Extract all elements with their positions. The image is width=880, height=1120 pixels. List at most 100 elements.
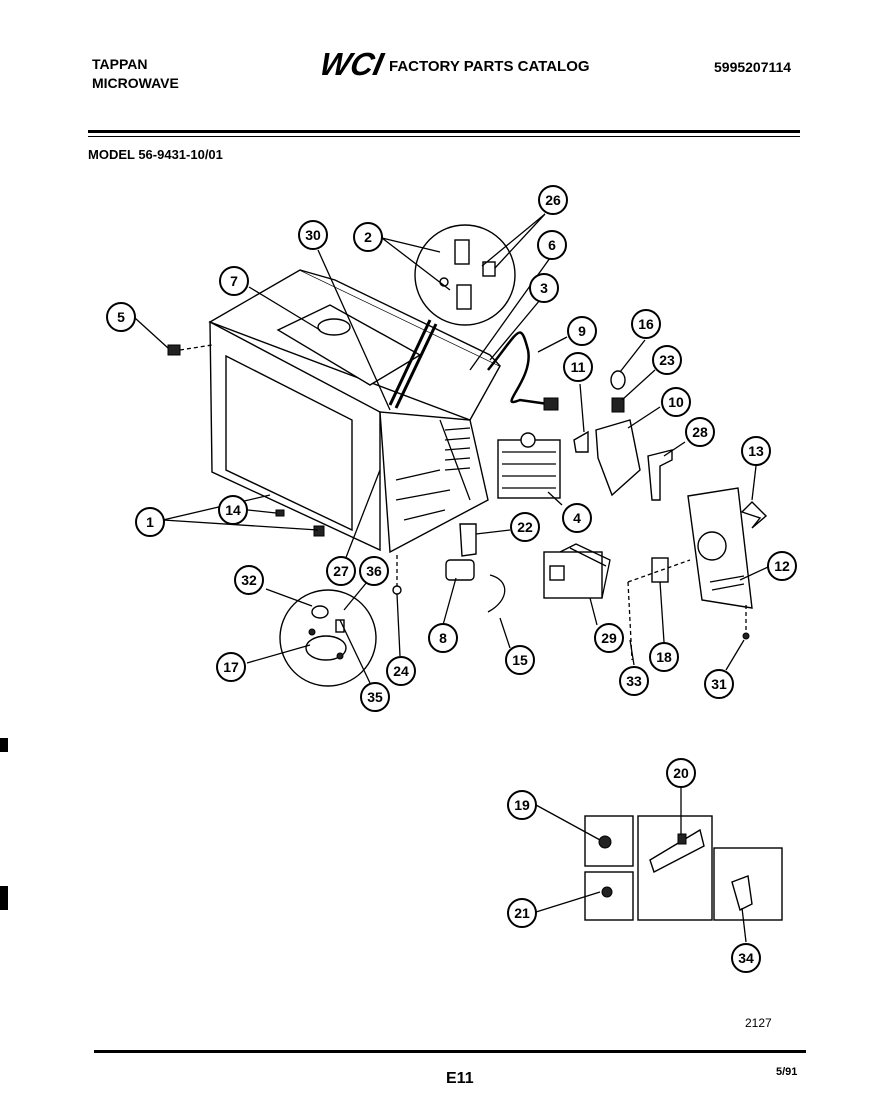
callout-24: 24 [386,656,416,686]
header-rule-bottom [88,136,800,137]
logo-text: WCI [322,48,386,80]
svg-text:30: 30 [305,227,321,243]
part-12-fan-housing [687,487,753,609]
callout-11: 11 [563,352,593,382]
callout-14: 14 [218,495,248,525]
svg-text:17: 17 [223,659,239,675]
callout-8: 8 [428,623,458,653]
part-22-bracket [459,523,477,557]
callout-18: 18 [649,642,679,672]
svg-text:24: 24 [393,663,409,679]
callout-1: 1 [135,507,165,537]
callout-36: 36 [359,556,389,586]
svg-text:6: 6 [548,237,556,253]
svg-text:20: 20 [673,765,689,781]
callout-4: 4 [562,503,592,533]
callout-30: 30 [298,220,328,250]
callout-33: 33 [619,666,649,696]
callout-34: 34 [731,943,761,973]
part-13-fan-blade [740,501,768,529]
callout-7: 7 [219,266,249,296]
page-code: E11 [446,1070,474,1087]
svg-text:13: 13 [748,443,764,459]
svg-text:11: 11 [571,359,586,375]
callout-6: 6 [537,230,567,260]
callout-28: 28 [685,417,715,447]
revision-date: 5/91 [776,1066,798,1078]
svg-text:19: 19 [514,797,530,813]
part-28-bracket [647,449,673,501]
svg-text:36: 36 [366,563,382,579]
part-24-fastener [392,585,402,595]
svg-text:33: 33 [626,673,642,689]
svg-text:9: 9 [578,323,586,339]
part-23-lamp-socket [611,397,625,413]
callout-2: 2 [353,222,383,252]
callout-23: 23 [652,345,682,375]
callout-16: 16 [631,309,661,339]
interlock-switch-detail [414,224,516,326]
callout-32: 32 [234,565,264,595]
svg-text:4: 4 [573,510,581,526]
svg-text:21: 21 [514,905,530,921]
scan-margin-mark [0,738,8,752]
callout-17: 17 [216,652,246,682]
part-15-diode [487,574,506,613]
part-18-thermal-cutout [651,557,669,583]
part-31-fastener [742,632,750,640]
svg-text:2: 2 [364,229,372,245]
callout-20: 20 [666,758,696,788]
model-number: MODEL 56-9431-10/01 [88,147,223,162]
part-11-bracket [573,430,589,453]
part-10-bracket [595,419,641,497]
callout-26: 26 [538,185,568,215]
header-rule-top [88,130,800,133]
part-9-power-cord [487,331,549,406]
part-16-lamp [610,370,626,390]
svg-text:29: 29 [601,630,617,646]
part-4-magnetron [497,432,561,499]
callout-10: 10 [661,387,691,417]
callout-29: 29 [594,623,624,653]
scan-margin-mark [0,886,8,910]
catalog-number: 5995207114 [714,59,792,75]
svg-text:22: 22 [517,519,533,535]
callout-21: 21 [507,898,537,928]
svg-text:15: 15 [512,652,528,668]
part-14-fastener [275,509,285,517]
part-1-fastener [313,525,325,537]
brand-name: TAPPAN [92,56,148,72]
turntable-motor-detail [279,589,377,687]
callout-35: 35 [360,682,390,712]
svg-text:18: 18 [656,649,672,665]
accessory-panels [584,815,783,921]
svg-text:35: 35 [367,689,383,705]
svg-text:1: 1 [146,514,154,530]
svg-text:3: 3 [540,280,548,296]
catalog-title: FACTORY PARTS CATALOG [389,58,590,75]
svg-text:34: 34 [738,950,754,966]
drawing-number: 2127 [745,1016,772,1030]
wci-logo: WCI [322,48,386,80]
callout-9: 9 [567,316,597,346]
svg-text:32: 32 [241,572,257,588]
callout-19: 19 [507,790,537,820]
product-type: MICROWAVE [92,75,179,91]
svg-text:7: 7 [230,273,238,289]
svg-text:14: 14 [225,502,241,518]
svg-text:26: 26 [545,192,561,208]
callout-3: 3 [529,273,559,303]
svg-text:10: 10 [668,394,684,410]
svg-text:23: 23 [659,352,675,368]
svg-text:31: 31 [711,676,727,692]
callout-22: 22 [510,512,540,542]
svg-text:28: 28 [692,424,708,440]
svg-text:16: 16 [638,316,654,332]
part-8-capacitor [445,559,475,581]
callout-12: 12 [767,551,797,581]
svg-text:8: 8 [439,630,447,646]
svg-text:5: 5 [117,309,125,325]
svg-text:27: 27 [333,563,349,579]
callout-31: 31 [704,669,734,699]
